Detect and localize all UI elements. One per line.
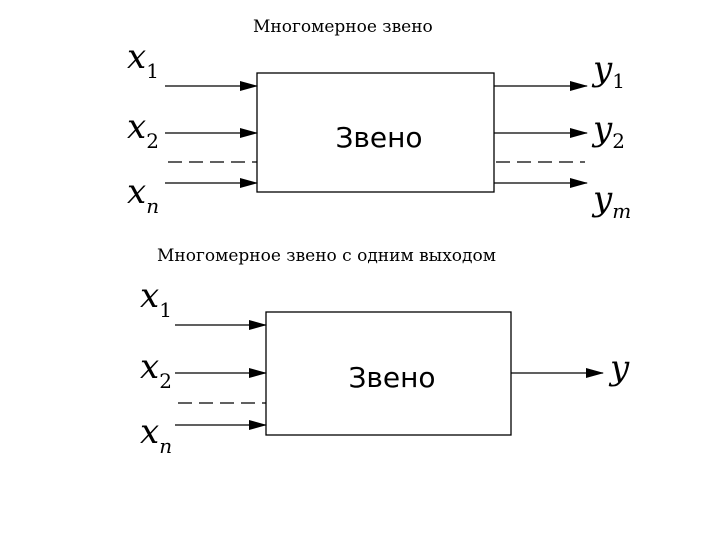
diagram1: Звено x1 x2 xn y1 y2 ym	[127, 37, 631, 223]
diagram2-output-label: y	[608, 348, 630, 388]
diagram1-input-label-1: x1	[127, 37, 159, 83]
diagram2-block-label: Звено	[348, 361, 435, 394]
diagram2-input-label-2: x2	[140, 347, 172, 393]
diagram1-output-label-1: y1	[591, 49, 625, 93]
diagram1-title: Многомерное звено	[253, 17, 433, 37]
diagram2-title: Многомерное звено с одним выходом	[157, 246, 496, 266]
diagram2: Звено x1 x2 xn y	[140, 276, 630, 458]
diagram1-input-label-n: xn	[127, 172, 159, 218]
diagram2-input-label-n: xn	[140, 412, 172, 458]
diagram1-output-label-2: y2	[591, 109, 625, 153]
diagram1-block-label: Звено	[335, 121, 422, 154]
diagram1-input-label-2: x2	[127, 107, 159, 153]
diagram1-output-label-m: ym	[591, 179, 631, 223]
diagram2-input-label-1: x1	[140, 276, 172, 322]
